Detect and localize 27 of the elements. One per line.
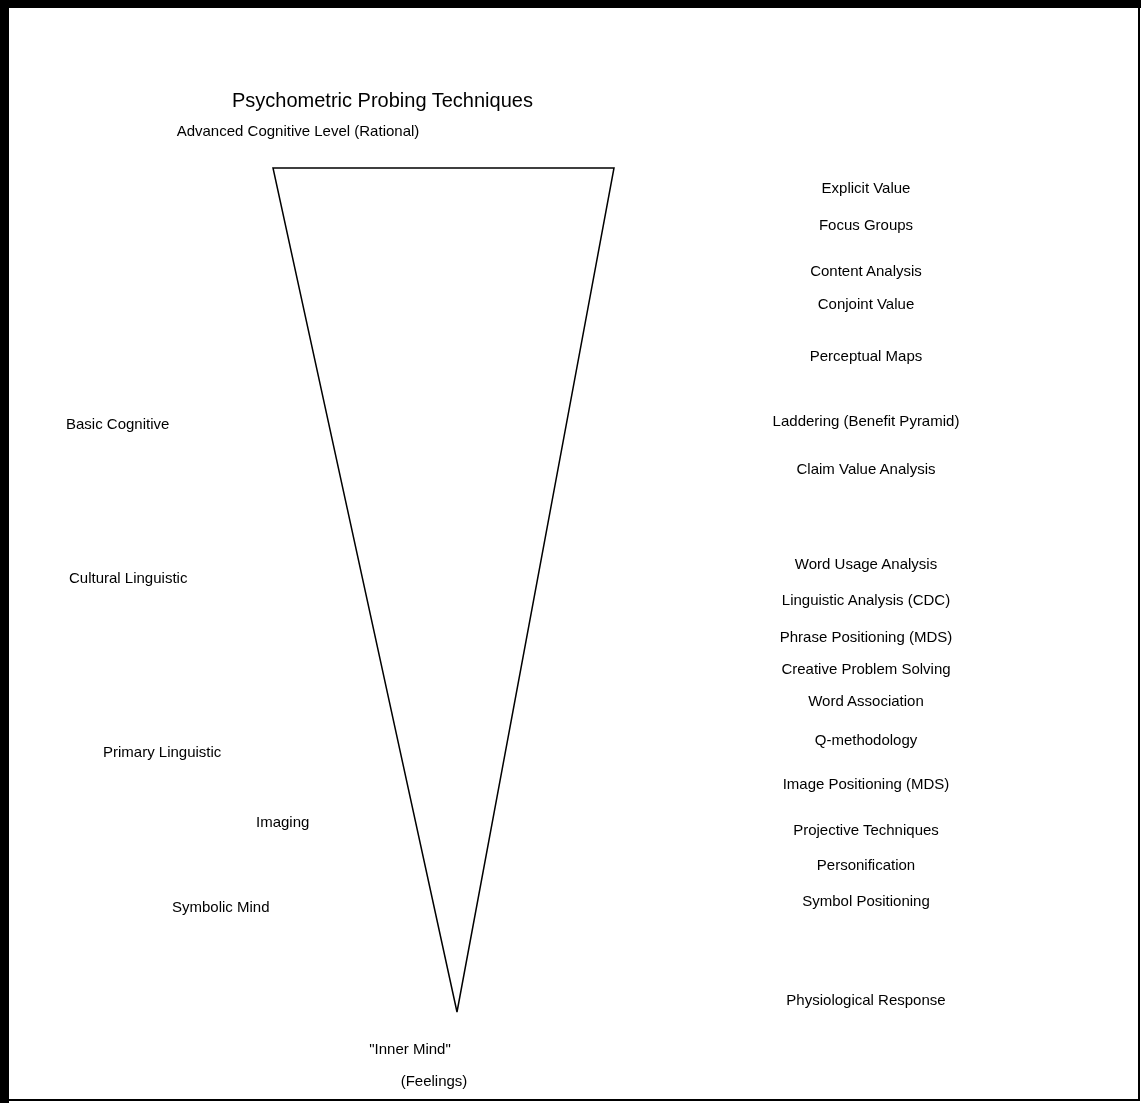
technique-label: Conjoint Value (817, 295, 915, 313)
diagram-title: Psychometric Probing Techniques (232, 88, 533, 112)
technique-label: Symbol Positioning (802, 892, 930, 910)
technique-label: Personification (816, 856, 916, 874)
level-label: Symbolic Mind (172, 898, 270, 916)
technique-label: Creative Problem Solving (781, 660, 951, 678)
technique-label: Laddering (Benefit Pyramid) (772, 412, 960, 430)
technique-label: Projective Techniques (793, 821, 939, 839)
technique-label: Content Analysis (810, 262, 922, 280)
technique-label: Phrase Positioning (MDS) (779, 628, 953, 646)
level-label: Basic Cognitive (66, 415, 170, 433)
technique-label: Q-methodology (814, 731, 918, 749)
level-label: "Inner Mind" (369, 1040, 451, 1058)
level-label: Cultural Linguistic (69, 569, 188, 587)
level-label: Imaging (256, 813, 310, 831)
technique-label: Focus Groups (818, 216, 914, 234)
level-label: (Feelings) (400, 1072, 468, 1090)
level-label: Primary Linguistic (103, 743, 222, 761)
technique-label: Linguistic Analysis (CDC) (781, 591, 951, 609)
level-label: Advanced Cognitive Level (Rational) (176, 122, 420, 140)
technique-label: Word Association (808, 692, 924, 710)
technique-label: Image Positioning (MDS) (782, 775, 950, 793)
technique-label: Word Usage Analysis (794, 555, 938, 573)
technique-label: Perceptual Maps (809, 347, 923, 365)
technique-label: Claim Value Analysis (796, 460, 936, 478)
technique-label: Explicit Value (821, 179, 911, 197)
technique-label: Physiological Response (786, 991, 946, 1009)
